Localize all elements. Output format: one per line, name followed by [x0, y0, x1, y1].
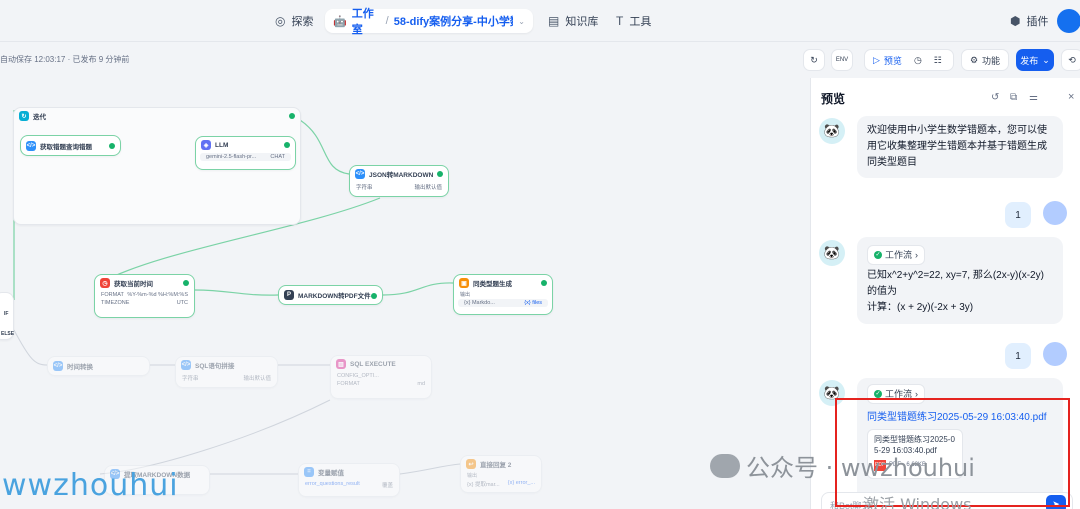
restart-icon[interactable]: ↺ — [991, 92, 1000, 103]
get-mistakes-node[interactable]: </>获取错题查询错题 — [20, 135, 121, 156]
sql-concat-node[interactable]: </>SQL语句拼接 字符串输出默认值 — [175, 356, 278, 388]
app-name[interactable]: 58-dify案例分享-中小学数... — [393, 16, 514, 28]
highlight-box — [835, 398, 1070, 507]
code-icon: </> — [26, 140, 36, 151]
refresh-icon: ↻ — [810, 54, 818, 65]
extract-markdown-node[interactable]: </>提取MARKDOWN数据 — [104, 465, 210, 495]
database-icon: ▥ — [336, 359, 346, 369]
book-icon: ▤ — [548, 14, 560, 28]
success-dot — [109, 143, 115, 149]
success-dot — [371, 293, 377, 299]
workflow-toggle[interactable]: ✓工作流› — [867, 245, 926, 265]
get-time-node[interactable]: ◷获取当前时间 FORMAT%Y-%m-%d %H:%M:%S TIMEZONE… — [94, 274, 195, 318]
success-dot — [437, 171, 443, 177]
features-button[interactable]: ⚙功能 — [961, 49, 1009, 71]
answer-line-1: 已知x^2+y^2=22, xy=7, 那么(2x-y)(x-2y)的值为 — [867, 270, 1044, 297]
user-message: 1 — [1005, 343, 1031, 369]
autosave-status: 自动保存 12:03:17 · 已发布 9 分钟前 — [0, 55, 130, 64]
assign-icon: = — [304, 467, 314, 477]
success-dot — [183, 280, 189, 286]
code-icon: </> — [355, 169, 365, 179]
success-dot — [541, 280, 547, 286]
similar-gen-node[interactable]: ▣同类型题生成 输出 {x} Markdo...{x} files — [453, 274, 553, 315]
bot-avatar: 🐼 — [819, 240, 845, 266]
publish-button[interactable]: 发布⌄ — [1016, 49, 1054, 71]
panel-title: 预览 — [821, 92, 846, 106]
llm-model: gemini-2.5-flash-pr... — [206, 154, 257, 160]
if-else-node[interactable]: IF ELSE — [0, 292, 14, 340]
top-bar: ◎探索 🤖 工作室 / 58-dify案例分享-中小学数... ⌄ ▤知识库 T… — [0, 0, 1080, 42]
preview-button[interactable]: 预览 — [883, 55, 902, 66]
open-icon[interactable]: ⧉ — [1010, 92, 1018, 103]
cube-icon: ⬢ — [1010, 14, 1021, 28]
reply-icon: ↩ — [466, 459, 476, 469]
env-button[interactable]: ENV — [831, 49, 853, 71]
check-icon: ✓ — [874, 390, 882, 398]
loop-icon: ↻ — [19, 111, 29, 121]
user-avatar — [1043, 201, 1067, 225]
user-avatar[interactable] — [1057, 9, 1080, 33]
check-icon: ✓ — [874, 251, 882, 259]
pdf-file-icon: PDF — [874, 460, 886, 471]
variables-icon[interactable]: ⚌ — [1029, 92, 1038, 103]
play-icon[interactable]: ▷ — [873, 54, 880, 65]
llm-badge: CHAT — [270, 154, 285, 160]
watermark-wechat: 公众号 · wwzhouhui — [710, 448, 975, 483]
success-dot — [284, 142, 290, 148]
history-button[interactable]: ⟲ — [1061, 49, 1080, 71]
watermark-left: wwzhouhui — [2, 468, 179, 503]
llm-node[interactable]: ◈LLM gemini-2.5-flash-pr...CHAT — [195, 136, 296, 170]
direct-reply-node[interactable]: ↩直接回复 2 输出 {x} 提取mar...{x} error_... — [460, 455, 542, 493]
robot-icon: 🤖 — [333, 15, 347, 28]
chevron-right-icon: › — [915, 250, 919, 260]
user-avatar — [1043, 342, 1067, 366]
chevron-down-icon: ⌄ — [1042, 54, 1050, 65]
features-icon: ⚙ — [969, 54, 979, 65]
code-icon: </> — [181, 360, 191, 370]
chevron-right-icon: › — [915, 389, 919, 399]
nav-plugins[interactable]: ⬢插件 — [1010, 14, 1049, 28]
answer-line-2: 计算：(x + 2y)(-2x + 3y) — [867, 302, 974, 313]
user-message: 1 — [1005, 202, 1031, 228]
code-icon: </> — [110, 469, 120, 479]
studio-label: 工作室 — [351, 8, 374, 36]
nav-explore[interactable]: ◎探索 — [275, 14, 314, 28]
wechat-icon — [710, 453, 740, 478]
answer-message: ✓工作流› 已知x^2+y^2=22, xy=7, 那么(2x-y)(x-2y)… — [857, 237, 1063, 324]
clock-icon: ⟲ — [1068, 54, 1076, 65]
clock-icon: ◷ — [100, 278, 110, 288]
hammer-icon: T — [616, 14, 624, 28]
env-icon: ENV — [835, 57, 849, 63]
file-link[interactable]: 同类型错题练习2025-05-29 16:03:40.pdf — [867, 412, 1047, 423]
llm-icon: ◈ — [201, 140, 211, 150]
nav-studio[interactable]: 🤖 工作室 / 58-dify案例分享-中小学数... ⌄ — [325, 8, 533, 36]
close-icon[interactable]: × — [1068, 91, 1075, 103]
success-dot — [289, 113, 295, 119]
greeting-message: 欢迎使用中小学生数学错题本，您可以使用它收集整理学生错题本并基于错题生成同类型题… — [857, 116, 1063, 178]
watermark-windows: 激活 Windows — [863, 495, 972, 509]
checklist-icon[interactable]: ☷ — [933, 54, 942, 65]
bot-avatar: 🐼 — [819, 380, 845, 406]
chevron-down-icon[interactable]: ⌄ — [518, 16, 525, 26]
json-markdown-node[interactable]: </>JSON转MARKDOWN 字符串输出默认值 — [349, 165, 449, 197]
refresh-button[interactable]: ↻ — [803, 49, 825, 71]
pdf-icon: P — [284, 290, 294, 300]
compass-icon: ◎ — [275, 14, 286, 28]
nav-knowledge[interactable]: ▤知识库 — [548, 14, 599, 28]
code-icon: </> — [53, 361, 63, 371]
output-icon: ▣ — [459, 278, 469, 288]
time-convert-node[interactable]: </>时间转换 — [47, 356, 150, 376]
bot-avatar: 🐼 — [819, 118, 845, 144]
workflow-edges — [13, 110, 461, 475]
history-icon[interactable]: ◷ — [913, 54, 922, 65]
preview-group: ▷ 预览 ◷ ☷ — [864, 49, 954, 71]
